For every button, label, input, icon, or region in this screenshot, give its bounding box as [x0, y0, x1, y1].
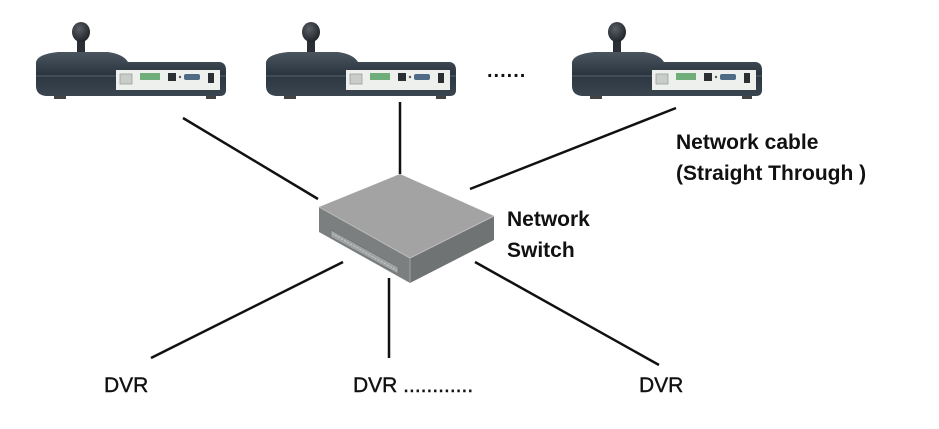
cable-dvr-3: [474, 260, 660, 367]
cable-keyboard-3: [469, 106, 677, 191]
switch-side: [410, 216, 494, 283]
dvr-2-label: DVR ............: [353, 374, 474, 397]
dvr-3-label: DVR: [639, 374, 684, 397]
switch-label-line2: Switch: [507, 239, 575, 262]
dvr-1-label: DVR: [104, 374, 149, 397]
switch-port-panel: [330, 229, 399, 275]
keyboard-2: [265, 21, 457, 100]
switch-top: [319, 174, 494, 258]
cable-label-line2: (Straight Through ): [676, 162, 867, 185]
cable-label: Network cable (Straight Through ): [676, 127, 866, 189]
keyboard-3: [571, 21, 763, 100]
cable-keyboard-1: [182, 116, 319, 201]
switch-label: Network Switch: [507, 204, 590, 266]
switch-label-line1: Network: [507, 208, 590, 231]
keyboard-1: [35, 21, 227, 100]
cable-dvr-1: [150, 260, 344, 360]
keyboards-more-ellipsis: ......: [487, 60, 527, 82]
cable-label-line1: Network cable: [676, 131, 819, 154]
network-switch: [318, 174, 495, 283]
